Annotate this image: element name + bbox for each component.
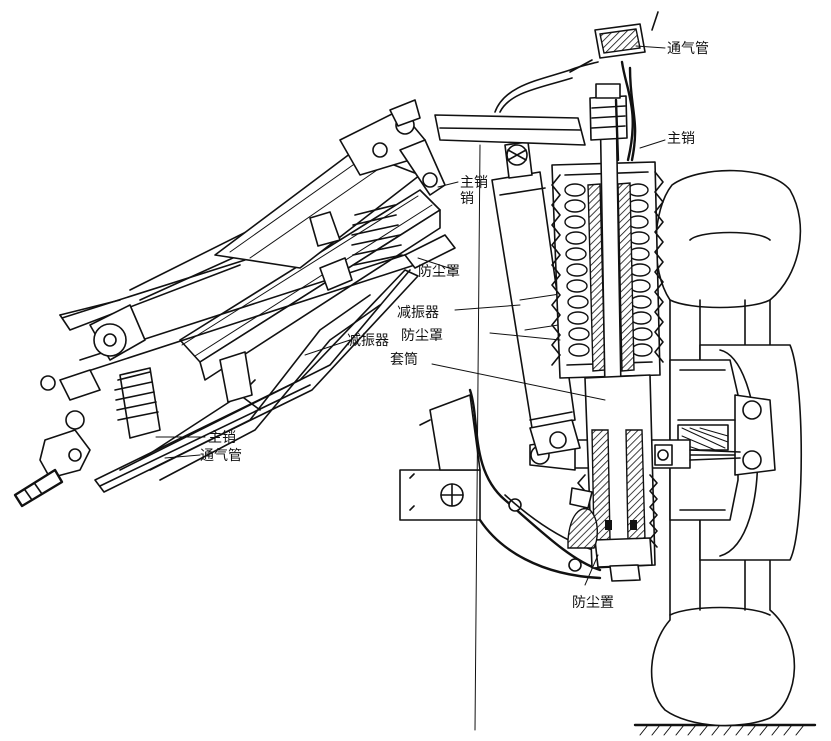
label-left-kingpin-bottom: 主销: [208, 430, 236, 446]
lower-mount-bracket: [399, 388, 641, 580]
wheel-hub: [669, 359, 776, 521]
leader-lines: [155, 45, 666, 586]
left-perspective-axle-drawing: [13, 99, 456, 508]
label-right-sleeve: 套筒: [390, 351, 418, 368]
label-left-kingpin-top-2: 销: [460, 191, 474, 207]
label-left-kingpin-top: 主销: [460, 175, 488, 191]
right-section-drawing: [399, 11, 817, 736]
label-right-shock-absorber: 减振器: [397, 305, 439, 321]
callout-labels: 主销 销 防尘罩 减振器 主销 通气管 通气管 主销 减振器 防尘罩 套筒 防尘…: [200, 41, 709, 611]
upper-plate: [434, 61, 599, 731]
label-left-shock-absorber: 减振器: [347, 333, 389, 349]
bump-stop: [567, 508, 598, 549]
kingpin-column: [551, 83, 664, 582]
shock-absorber: [491, 141, 581, 456]
label-left-vent-pipe: 通气管: [200, 448, 242, 464]
label-left-dust-cover: 防尘罩: [418, 264, 460, 280]
vent-pipe: [569, 11, 659, 162]
label-right-dust-cover-bottom: 防尘置: [572, 595, 614, 611]
label-right-vent-pipe: 通气管: [667, 41, 709, 57]
left-top-bracket-assembly: [339, 99, 456, 269]
label-right-dust-cover: 防尘罩: [401, 328, 443, 344]
left-knuckle-assembly: [13, 304, 161, 508]
label-right-kingpin: 主销: [667, 131, 695, 147]
